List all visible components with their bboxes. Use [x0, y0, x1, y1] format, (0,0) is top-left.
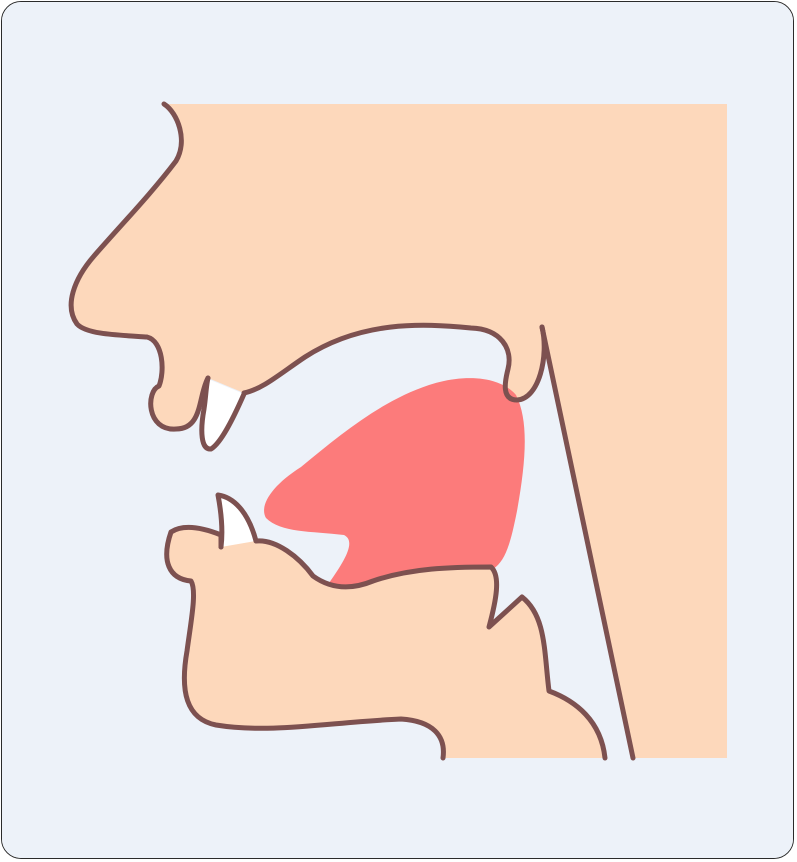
face-profile — [68, 101, 211, 432]
upper-head — [71, 104, 727, 758]
upper-tooth — [201, 379, 244, 450]
upper-tooth-outline — [199, 375, 247, 452]
lower-tooth — [218, 495, 256, 547]
mouth-floor — [253, 538, 608, 761]
outline-strokes — [68, 101, 636, 761]
tongue — [264, 378, 525, 587]
palate — [241, 322, 547, 403]
pharynx-wall — [539, 324, 636, 761]
chin-profile — [164, 524, 446, 761]
lower-tooth-outline — [215, 492, 259, 550]
